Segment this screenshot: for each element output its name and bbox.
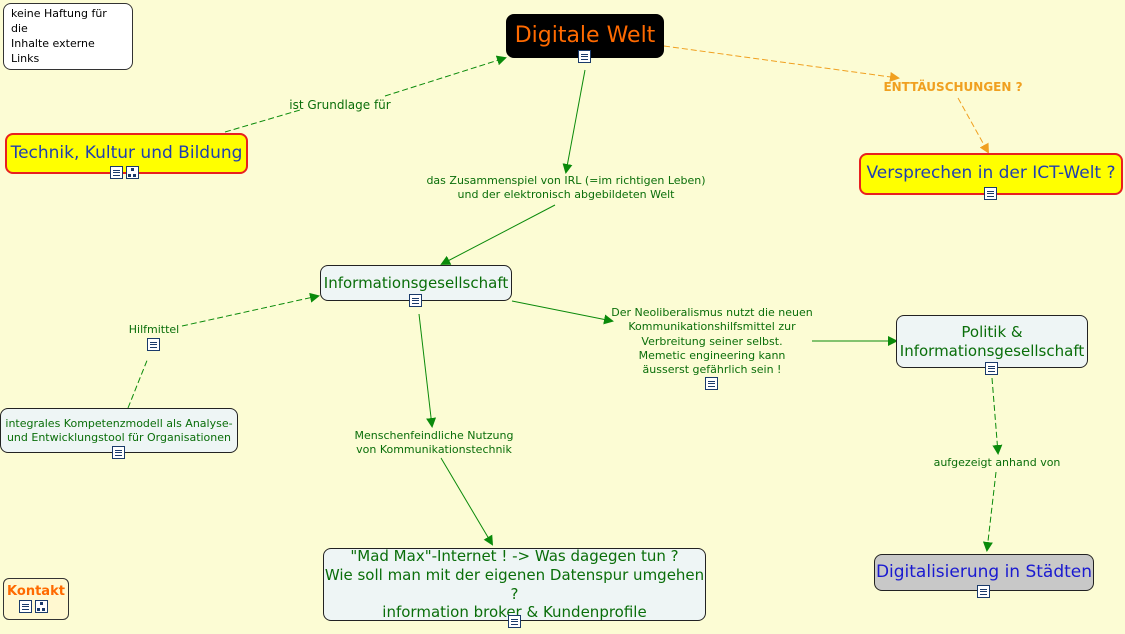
- resource-document-icon[interactable]: [984, 187, 997, 200]
- link-label-hilfmittel: Hilfmittel: [128, 323, 180, 336]
- link-grundlage-digitalewelt: [384, 55, 507, 97]
- resource-document-icon[interactable]: [112, 446, 125, 459]
- resource-document-icon[interactable]: [19, 600, 32, 613]
- node-versprechen-ict[interactable]: Versprechen in der ICT-Welt ?: [859, 153, 1123, 195]
- contact-label: Kontakt: [7, 584, 65, 599]
- neolib-icons: [705, 377, 718, 390]
- disclaimer-note: keine Haftung für die Inhalte externe Li…: [3, 3, 133, 71]
- link-technik-grundlage: [224, 109, 301, 133]
- contact-icons: [19, 600, 48, 613]
- versprechen-icons: [984, 187, 997, 200]
- resource-document-icon[interactable]: [508, 615, 521, 628]
- node-politik-label: Politik & Informationsgesellschaft: [899, 322, 1085, 360]
- node-versprechen-label: Versprechen in der ICT-Welt ?: [866, 163, 1116, 184]
- node-kompetenz-label: integrales Kompetenzmodell als Analyse- …: [5, 416, 233, 444]
- submap-icon[interactable]: [35, 600, 48, 613]
- node-kompetenzmodell[interactable]: integrales Kompetenzmodell als Analyse- …: [0, 408, 238, 453]
- link-infoges-neolib: [511, 300, 614, 325]
- technik-icons: [110, 166, 139, 179]
- resource-document-icon[interactable]: [985, 362, 998, 375]
- link-label-enttaeuschungen: ENTTÄUSCHUNGEN ?: [883, 80, 1023, 94]
- node-politik-infoges[interactable]: Politik & Informationsgesellschaft: [896, 315, 1088, 368]
- contact-button[interactable]: Kontakt: [3, 578, 69, 620]
- resource-document-icon[interactable]: [977, 585, 990, 598]
- hilfmittel-icons: [147, 338, 160, 351]
- node-digitalisierung-staedte[interactable]: Digitalisierung in Städten: [874, 554, 1094, 591]
- node-madmax-label: "Mad Max"-Internet ! -> Was dagegen tun …: [324, 547, 705, 622]
- infoges-icons: [409, 294, 422, 307]
- node-staedte-label: Digitalisierung in Städten: [875, 561, 1093, 582]
- node-infoges-label: Informationsgesellschaft: [323, 273, 509, 292]
- kompetenz-icons: [112, 446, 125, 459]
- link-menschenfeindlich-madmax: [440, 457, 494, 546]
- node-mad-max-internet[interactable]: "Mad Max"-Internet ! -> Was dagegen tun …: [323, 547, 706, 622]
- link-aufgezeigt-staedte: [982, 471, 997, 552]
- resource-document-icon[interactable]: [578, 50, 591, 63]
- link-label-neoliberalismus: Der Neoliberalismus nutzt die neuen Komm…: [611, 306, 813, 377]
- submap-icon[interactable]: [126, 166, 139, 179]
- resource-document-icon[interactable]: [409, 294, 422, 307]
- link-label-menschenfeindlich: Menschenfeindliche Nutzung von Kommunika…: [354, 429, 514, 457]
- link-zusammenspiel-infoges: [440, 204, 556, 265]
- link-label-aufgezeigt: aufgezeigt anhand von: [933, 456, 1061, 469]
- link-hilfmittel-infoges: [181, 292, 320, 327]
- madmax-icons: [508, 615, 521, 628]
- link-infoges-menschenfeindlich: [418, 313, 437, 428]
- link-politik-aufgezeigt: [991, 377, 1003, 455]
- resource-document-icon[interactable]: [705, 377, 718, 390]
- node-informationsgesellschaft[interactable]: Informationsgesellschaft: [320, 265, 512, 301]
- link-label-grundlage: ist Grundlage für: [289, 98, 391, 112]
- link-enttaeuschungen-versprechen: [957, 97, 989, 154]
- link-kompetenz-hilfmittel: [127, 357, 149, 409]
- resource-document-icon[interactable]: [110, 166, 123, 179]
- resource-document-icon[interactable]: [147, 338, 160, 351]
- politik-icons: [985, 362, 998, 375]
- link-digitalewelt-enttaeuschungen: [663, 45, 900, 82]
- link-label-zusammenspiel: das Zusammenspiel von IRL (=im richtigen…: [426, 174, 706, 202]
- node-digitale-welt-label: Digitale Welt: [514, 23, 656, 49]
- staedte-icons: [977, 585, 990, 598]
- node-technik-label: Technik, Kultur und Bildung: [10, 142, 243, 163]
- digitale-welt-icons: [578, 50, 591, 63]
- link-digitalewelt-zusammenspiel: [562, 69, 586, 174]
